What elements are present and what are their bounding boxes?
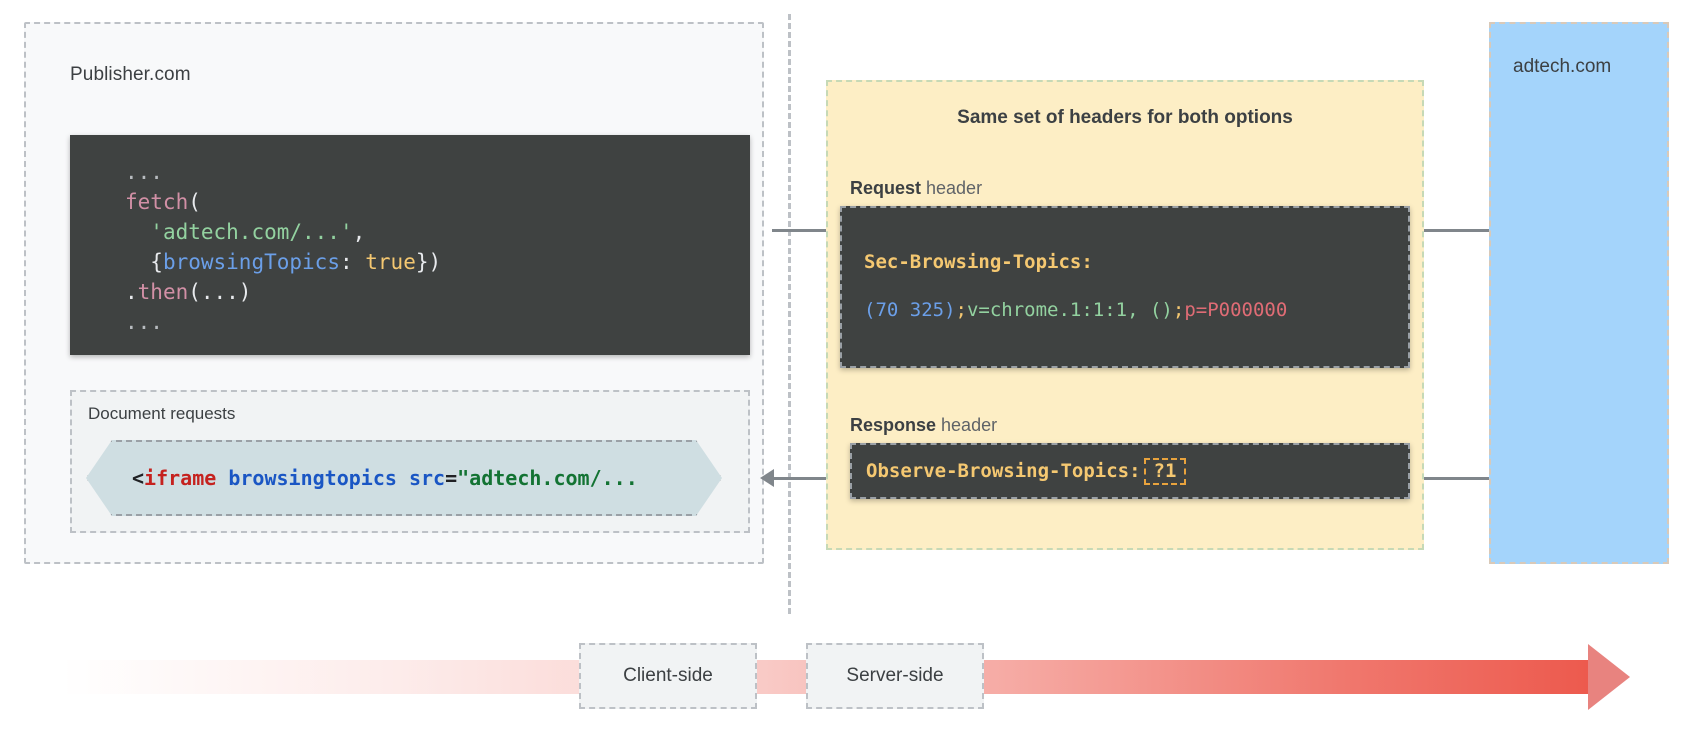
code-open-paren: ( xyxy=(188,190,201,214)
fetch-code-block: ... fetch( 'adtech.com/...', {browsingTo… xyxy=(70,135,750,355)
arrow-response-header-to-publisher-line xyxy=(770,477,832,480)
client-server-divider xyxy=(788,14,791,614)
code-browsingtopics-prop: browsingTopics xyxy=(162,250,340,274)
publisher-panel-label: Publisher.com xyxy=(70,64,191,85)
iframe-space-1 xyxy=(216,466,228,490)
observe-browsing-topics-name: Observe-Browsing-Topics: xyxy=(866,460,1141,482)
code-line-4: {browsingTopics: true}) xyxy=(70,247,750,277)
response-caption-bold: Response xyxy=(850,415,937,435)
arrow-adtech-to-response-header-line xyxy=(1420,477,1500,480)
iframe-tag-name: iframe xyxy=(144,466,217,490)
arrow-request-header-to-adtech-line xyxy=(1418,229,1500,232)
code-line-1: ... xyxy=(70,157,750,187)
timeline-label-server-side: Server-side xyxy=(806,643,984,709)
iframe-src-value: "adtech.com/... xyxy=(457,466,638,490)
code-comma: , xyxy=(352,220,366,244)
response-caption-rest: header xyxy=(936,415,998,435)
code-ellipsis-top: ... xyxy=(125,160,163,184)
code-line-2: fetch( xyxy=(70,187,750,217)
iframe-equals: = xyxy=(445,466,458,490)
code-true-literal: true xyxy=(365,250,416,274)
topics-version-value: v=chrome.1:1:1, () xyxy=(966,299,1173,321)
code-line-5: .then(...) xyxy=(70,277,750,307)
iframe-src-attr: src xyxy=(408,466,446,490)
response-header-caption: Response header xyxy=(850,415,997,436)
document-requests-label: Document requests xyxy=(88,404,236,423)
topics-ids-value: (70 325) xyxy=(864,299,956,321)
arrow-publisher-to-request-header xyxy=(772,229,830,232)
iframe-snippet-code: <iframe browsingtopics src="adtech.com/.… xyxy=(88,466,638,490)
topics-padding-value: p=P000000 xyxy=(1184,299,1288,321)
document-requests-panel: Document requests <iframe browsingtopics… xyxy=(70,390,750,533)
adtech-panel: adtech.com xyxy=(1489,22,1669,564)
code-ellipsis-bottom: ... xyxy=(125,310,163,334)
request-caption-bold: Request xyxy=(850,178,922,198)
value-separator-1: ; xyxy=(955,299,967,321)
publisher-panel: Publisher.com ... fetch( 'adtech.com/...… xyxy=(24,22,764,564)
request-caption-rest: header xyxy=(921,178,983,198)
iframe-snippet-chevron: <iframe browsingtopics src="adtech.com/.… xyxy=(86,440,722,516)
iframe-browsingtopics-attr: browsingtopics xyxy=(228,466,397,490)
timeline-arrow-head-icon xyxy=(1588,644,1630,710)
observe-browsing-topics-value-highlight: ?1 xyxy=(1143,457,1187,485)
code-then-keyword: then xyxy=(137,280,189,304)
request-header-value-line: (70 325);v=chrome.1:1:1, ();p=P000000 xyxy=(864,286,1408,334)
code-open-brace: { xyxy=(150,250,163,274)
timeline-label-client-side: Client-side xyxy=(579,643,757,709)
request-header-name-line: Sec-Browsing-Topics: xyxy=(864,238,1408,286)
iframe-lt: < xyxy=(132,466,145,490)
value-separator-2: ; xyxy=(1172,299,1185,321)
code-url-string: 'adtech.com/...' xyxy=(150,220,353,244)
code-close-brace-paren: }) xyxy=(415,250,442,274)
headers-panel: Same set of headers for both options Req… xyxy=(826,80,1424,550)
adtech-panel-label: adtech.com xyxy=(1513,56,1612,77)
request-header-code-box: Sec-Browsing-Topics: (70 325);v=chrome.1… xyxy=(840,206,1410,368)
request-header-caption: Request header xyxy=(850,178,982,199)
code-prop-colon: : xyxy=(339,250,366,274)
response-header-code-box: Observe-Browsing-Topics: ?1 xyxy=(850,443,1410,499)
code-then-args: (...) xyxy=(188,280,252,304)
iframe-space-2 xyxy=(397,466,409,490)
code-dot: . xyxy=(125,280,138,304)
headers-panel-title: Same set of headers for both options xyxy=(957,107,1293,128)
sec-browsing-topics-name: Sec-Browsing-Topics: xyxy=(864,251,1093,273)
code-line-6: ... xyxy=(70,307,750,337)
code-line-3: 'adtech.com/...', xyxy=(70,217,750,247)
arrow-response-header-to-publisher-head-icon xyxy=(760,469,774,487)
code-fetch-keyword: fetch xyxy=(125,190,189,214)
